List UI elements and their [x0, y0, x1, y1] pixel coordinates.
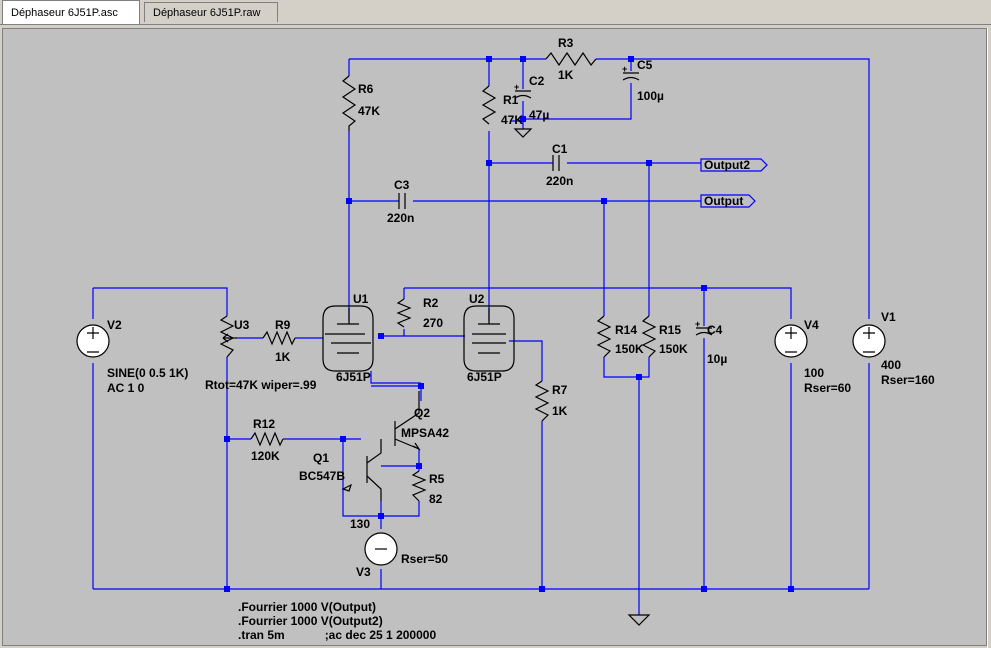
value2-v4: Rser=60 — [804, 381, 851, 395]
label-c1: C1 — [552, 142, 568, 156]
label-q1: Q1 — [313, 451, 329, 465]
tab-raw[interactable]: Déphaseur 6J51P.raw — [144, 2, 278, 22]
transistor-q1[interactable] — [341, 439, 382, 501]
directive-fourier1: .Fourrier 1000 V(Output) — [238, 600, 376, 614]
value2-v3: Rser=50 — [401, 552, 448, 566]
voltage-source-v3[interactable] — [364, 532, 398, 566]
tube-u2[interactable] — [463, 305, 515, 372]
label-r7: R7 — [552, 383, 568, 397]
capacitor-c3[interactable] — [398, 193, 406, 209]
resistor-r6[interactable] — [341, 75, 357, 131]
label-r14: R14 — [615, 323, 637, 337]
capacitor-c4[interactable]: + — [695, 319, 713, 336]
value-r3: 1K — [558, 68, 574, 82]
capacitor-c5[interactable]: + — [622, 64, 640, 81]
value-r15: 150K — [659, 342, 688, 356]
resistor-r1[interactable] — [481, 85, 497, 125]
schematic-svg: + + + R6 47K R1 47 — [76, 36, 935, 642]
value-c1: 220n — [546, 174, 573, 188]
transistor-q2[interactable] — [394, 391, 421, 451]
value2-v2: AC 1 0 — [107, 381, 145, 395]
label-v4: V4 — [804, 318, 819, 332]
value2-v1: Rser=160 — [881, 373, 935, 387]
ground-icon — [513, 128, 533, 138]
label-r12: R12 — [253, 417, 275, 431]
directive-fourier2: .Fourrier 1000 V(Output2) — [238, 614, 383, 628]
label-v2: V2 — [107, 318, 122, 332]
value-c5: 100µ — [637, 89, 664, 103]
label-r15: R15 — [659, 323, 681, 337]
value-c2: 47µ — [529, 108, 549, 122]
label-c2: C2 — [529, 74, 545, 88]
model-u2: 6J51P — [467, 370, 502, 384]
label-v3: V3 — [356, 565, 371, 579]
label-q2: Q2 — [414, 406, 430, 420]
value-v2: SINE(0 0.5 1K) — [107, 366, 188, 380]
resistor-r15[interactable] — [641, 315, 657, 358]
resistor-r9[interactable] — [262, 330, 296, 346]
value-r6: 47K — [358, 104, 380, 118]
svg-text:+: + — [695, 319, 700, 329]
ground-icon — [627, 614, 651, 626]
capacitor-c1[interactable] — [552, 155, 560, 171]
tab-schematic[interactable]: Déphaseur 6J51P.asc — [2, 0, 140, 24]
label-u3: U3 — [234, 318, 250, 332]
value-r2: 270 — [423, 316, 443, 330]
value-r1: 47K — [501, 113, 523, 127]
label-r1: R1 — [503, 93, 519, 107]
label-r3: R3 — [558, 36, 574, 50]
junction-dots — [224, 56, 794, 592]
label-r2: R2 — [423, 296, 439, 310]
value-v1: 400 — [881, 358, 901, 372]
capacitor-c2[interactable]: + — [514, 82, 532, 99]
tube-u1[interactable] — [322, 305, 374, 372]
label-u2: U2 — [469, 292, 485, 306]
value-r5: 82 — [429, 492, 443, 506]
tab-bar: Déphaseur 6J51P.asc Déphaseur 6J51P.raw — [0, 0, 991, 25]
potentiometer-u3[interactable] — [219, 315, 237, 358]
scrollbar-edge — [987, 28, 991, 648]
directive-tran: .tran 5m ;ac dec 25 1 200000 — [238, 628, 436, 642]
wires — [92, 58, 870, 615]
svg-text:+: + — [622, 64, 627, 74]
resistor-r14[interactable] — [596, 315, 612, 358]
resistor-r2[interactable] — [396, 298, 412, 328]
label-c4: C4 — [707, 323, 723, 337]
label-v1: V1 — [881, 310, 896, 324]
value-r12: 120K — [251, 449, 280, 463]
label-r5: R5 — [429, 472, 445, 486]
resistor-r5[interactable] — [411, 470, 427, 502]
resistor-r3[interactable] — [545, 51, 597, 67]
schematic-canvas[interactable]: + + + R6 47K R1 47 — [2, 28, 987, 646]
voltage-source-v1[interactable] — [852, 324, 886, 358]
model-q1: BC547B — [299, 469, 345, 483]
label-c5: C5 — [637, 58, 653, 72]
value-r14: 150K — [615, 342, 644, 356]
value-c3: 220n — [387, 211, 414, 225]
model-u1: 6J51P — [336, 370, 371, 384]
value-v4: 100 — [804, 366, 824, 380]
label-r6: R6 — [358, 82, 374, 96]
value-r9: 1K — [275, 350, 291, 364]
value-c4: 10µ — [707, 352, 727, 366]
svg-text:+: + — [514, 82, 519, 92]
value-v3: 130 — [350, 517, 370, 531]
voltage-source-v2[interactable] — [76, 324, 110, 358]
label-u1: U1 — [353, 292, 369, 306]
label-c3: C3 — [394, 178, 410, 192]
value-r7: 1K — [552, 404, 568, 418]
labels: R6 47K R1 47K C2 47µ R3 1K C5 100µ C1 22… — [107, 36, 935, 642]
value-u3: Rtot=47K wiper=.99 — [205, 378, 317, 392]
netlabel-output2: Output2 — [704, 158, 750, 172]
voltage-source-v4[interactable] — [774, 324, 808, 358]
resistor-r7[interactable] — [534, 380, 550, 422]
netlabel-output: Output — [704, 194, 743, 208]
resistor-r12[interactable] — [250, 431, 284, 447]
model-q2: MPSA42 — [401, 426, 449, 440]
label-r9: R9 — [275, 318, 291, 332]
